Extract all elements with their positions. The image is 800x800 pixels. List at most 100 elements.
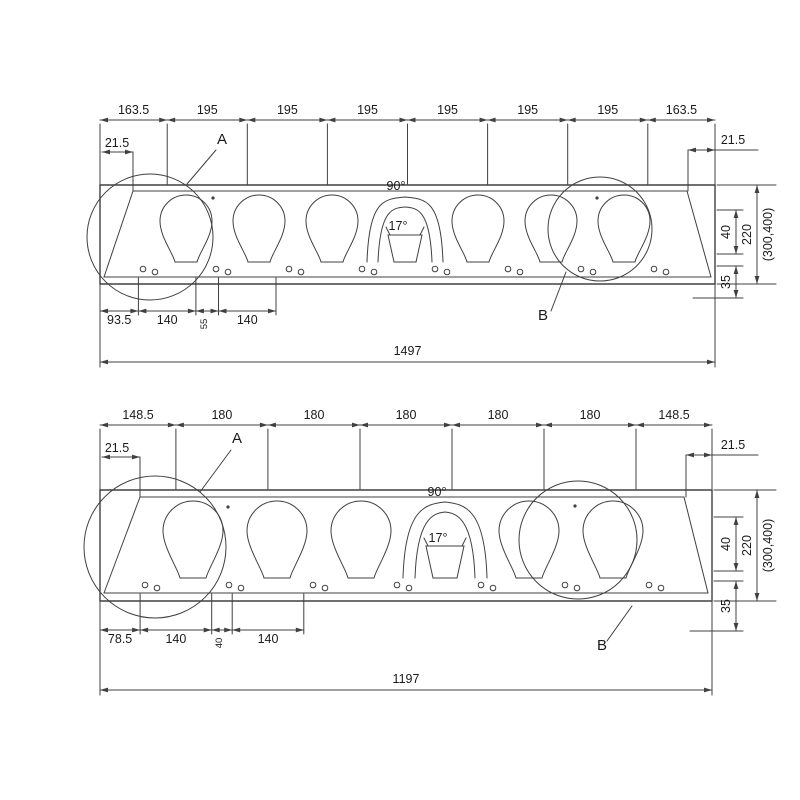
strand-hole xyxy=(224,268,232,276)
dim-arrow xyxy=(100,359,108,365)
bottom-dim-value: 40 xyxy=(214,638,225,649)
strand-hole xyxy=(151,268,159,276)
height-dim-value: 220 xyxy=(740,535,754,556)
dim-arrow xyxy=(187,308,196,314)
dim-arrow xyxy=(536,422,544,428)
top-dim-value: 163.5 xyxy=(118,103,149,117)
dim-arrow xyxy=(407,117,416,123)
strand-hole xyxy=(141,581,149,589)
bottom-dim-value: 140 xyxy=(165,632,186,646)
strand-hole xyxy=(650,265,658,273)
overall-dim-value: 1497 xyxy=(394,344,422,358)
dim-arrow xyxy=(247,117,256,123)
strand-hole xyxy=(573,584,581,592)
dim-arrow xyxy=(167,422,176,428)
dim-arrow xyxy=(733,210,739,218)
strand-hole xyxy=(443,268,451,276)
dim-arrow xyxy=(704,452,712,458)
detail-label-b: B xyxy=(538,307,548,324)
dim-arrow xyxy=(232,627,241,633)
arch-void-inner xyxy=(414,511,476,579)
dim-arrow xyxy=(295,627,304,633)
strand-hole xyxy=(577,265,585,273)
strand-hole xyxy=(225,581,233,589)
strand-hole xyxy=(297,268,305,276)
angle-tick xyxy=(419,226,425,236)
dim-arrow xyxy=(733,266,739,274)
bottom-dim-value: 93.5 xyxy=(107,313,131,327)
top-dim-value: 148.5 xyxy=(122,408,153,422)
detail-circle-b xyxy=(547,176,653,282)
dim-arrow xyxy=(754,185,760,193)
strand-hole xyxy=(662,268,670,276)
angle-tick xyxy=(461,537,467,547)
strand-hole xyxy=(489,584,497,592)
profile-left-taper xyxy=(103,190,134,278)
dim-arrow xyxy=(125,149,133,155)
bottom-dim-value: 55 xyxy=(199,319,210,330)
detail-circle-a xyxy=(86,173,214,301)
dim-arrow xyxy=(639,117,648,123)
height-dim-value: 220 xyxy=(740,224,754,245)
dim-arrow xyxy=(754,276,760,284)
flange-dim-value: 35 xyxy=(719,599,733,613)
top-dim-value: 180 xyxy=(211,408,232,422)
top-dim-value: 195 xyxy=(197,103,218,117)
strand-hole xyxy=(212,265,220,273)
top-dim-value: 180 xyxy=(304,408,325,422)
core-void xyxy=(582,500,644,579)
dim-arrow xyxy=(754,490,760,498)
overall-dim-value: 1197 xyxy=(393,672,420,686)
dim-arrow xyxy=(733,517,739,525)
dim-arrow xyxy=(733,563,739,571)
profile-right-taper xyxy=(686,190,712,278)
top-dim-value: 180 xyxy=(488,408,509,422)
strand-hole xyxy=(358,265,366,273)
profile-left-taper xyxy=(103,496,141,594)
leader-line xyxy=(606,605,633,642)
bottom-dim-value: 78.5 xyxy=(108,632,132,646)
keyway-void xyxy=(387,234,423,263)
dim-arrow xyxy=(319,117,328,123)
key-angle-value: 17° xyxy=(389,219,408,233)
top-dim-value: 195 xyxy=(357,103,378,117)
dim-arrow xyxy=(167,117,176,123)
dim-arrow xyxy=(399,117,408,123)
dim-arrow xyxy=(327,117,336,123)
leader-line xyxy=(186,149,217,185)
dim-arrow xyxy=(688,147,696,153)
strand-hole xyxy=(321,584,329,592)
lip-left-dim-value: 21.5 xyxy=(105,441,129,455)
top-dim-value: 180 xyxy=(580,408,601,422)
dim-arrow xyxy=(707,117,715,123)
strand-hole xyxy=(405,584,413,592)
core-void xyxy=(232,194,286,263)
dim-arrow xyxy=(218,308,227,314)
core-void xyxy=(524,194,578,263)
dim-arrow xyxy=(203,627,212,633)
dim-arrow xyxy=(175,422,184,428)
lip-right-dim-value: 21.5 xyxy=(721,133,745,147)
dim-arrow xyxy=(102,454,110,460)
top-dim-value: 195 xyxy=(597,103,618,117)
strand-hole xyxy=(153,584,161,592)
dim-arrow xyxy=(704,687,712,693)
dim-arrow xyxy=(100,687,108,693)
reference-dim-value: (300,400) xyxy=(761,519,775,573)
dim-arrow xyxy=(210,308,219,314)
dim-arrow xyxy=(100,308,108,314)
dim-arrow xyxy=(487,117,496,123)
top-dim-value: 180 xyxy=(396,408,417,422)
top-dim-value: 163.5 xyxy=(666,103,697,117)
strand-hole xyxy=(561,581,569,589)
dim-arrow xyxy=(100,627,108,633)
dim-arrow xyxy=(733,290,739,298)
top-dim-value: 148.5 xyxy=(658,408,689,422)
dim-arrow xyxy=(211,627,220,633)
dim-arrow xyxy=(559,117,568,123)
mark-dot xyxy=(211,196,215,200)
